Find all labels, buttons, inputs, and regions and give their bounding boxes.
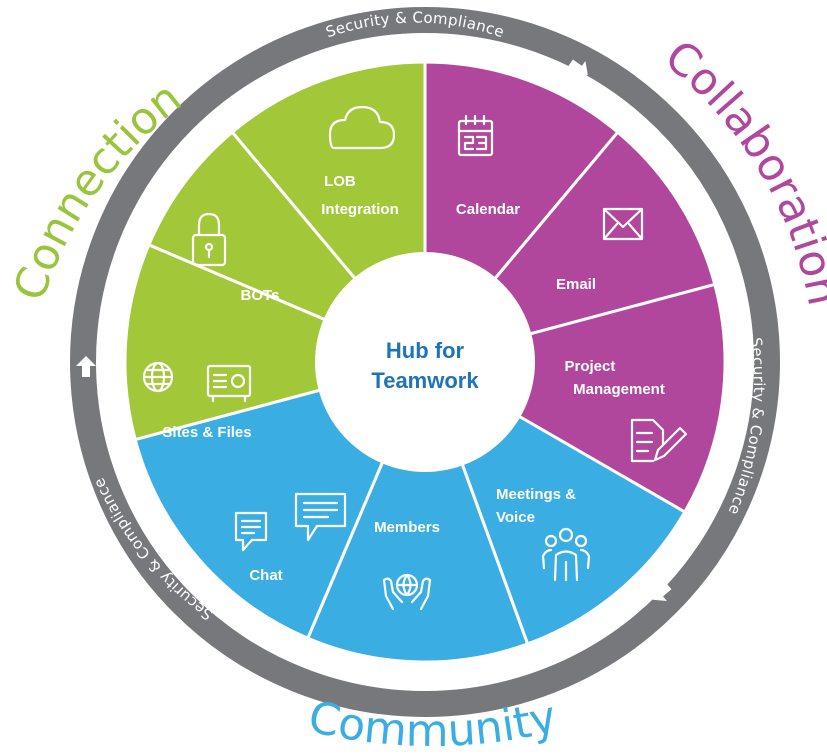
chat-bubbles-icon (234, 492, 347, 552)
ring-arrow-left (76, 356, 96, 377)
people-group-icon (541, 527, 591, 582)
sites-files-label: Sites & Files (162, 424, 251, 441)
segment-sites (123, 242, 430, 442)
calendar-label: Calendar (456, 201, 520, 218)
project-management-label: Project Management (564, 358, 664, 398)
chat-label: Chat (249, 567, 282, 584)
lock-icon (191, 212, 227, 267)
hub-title-line2: Teamwork (371, 368, 479, 393)
lob-label: LOB Integration (321, 173, 399, 218)
hands-globe-icon (382, 573, 432, 611)
envelope-icon (602, 207, 644, 241)
globe-safe-icon (142, 361, 252, 403)
document-edit-icon (630, 418, 688, 463)
cloud-icon (328, 105, 396, 150)
calendar-icon (457, 114, 494, 157)
hub-title-line1: Hub for (386, 338, 465, 363)
ring-arrow-top-right (568, 59, 588, 78)
members-label: Members (374, 519, 440, 536)
wheel-segments (123, 60, 727, 664)
ring-arrow-bottom-right (652, 583, 672, 601)
hub-circle (315, 252, 535, 472)
segment-project (421, 282, 727, 515)
email-label: Email (556, 276, 596, 293)
meetings-voice-label: Meetings & Voice (496, 486, 580, 526)
segment-members (305, 357, 530, 664)
bots-label: BOTs (241, 287, 280, 304)
